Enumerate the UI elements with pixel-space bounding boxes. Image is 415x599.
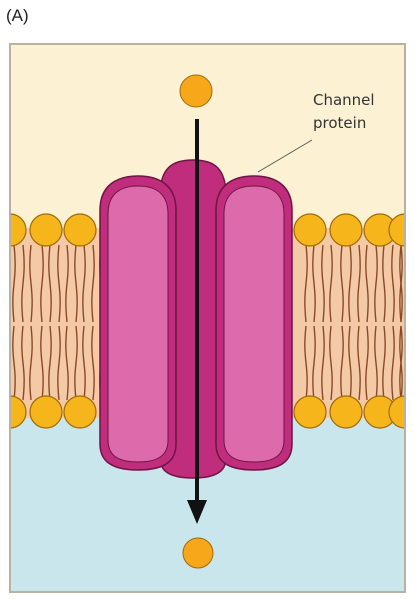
protein-right-subunit-face: [224, 186, 284, 462]
callout-label-line2: protein: [313, 114, 366, 132]
callout-label-line1: Channel: [313, 91, 375, 109]
lipid-head: [0, 214, 26, 246]
lipid-head: [30, 396, 62, 428]
lipid-head: [294, 396, 326, 428]
lipid-head: [330, 396, 362, 428]
ion-circle-icon: [180, 75, 212, 107]
lipid-head: [389, 214, 415, 246]
lipid-head: [389, 396, 415, 428]
protein-left-subunit-face: [108, 186, 168, 462]
lipid-head: [330, 214, 362, 246]
lipid-head: [64, 396, 96, 428]
lipid-head: [30, 214, 62, 246]
ion-circle-icon: [183, 538, 213, 568]
lipid-head: [0, 396, 26, 428]
lipid-head: [294, 214, 326, 246]
lipid-head: [64, 214, 96, 246]
